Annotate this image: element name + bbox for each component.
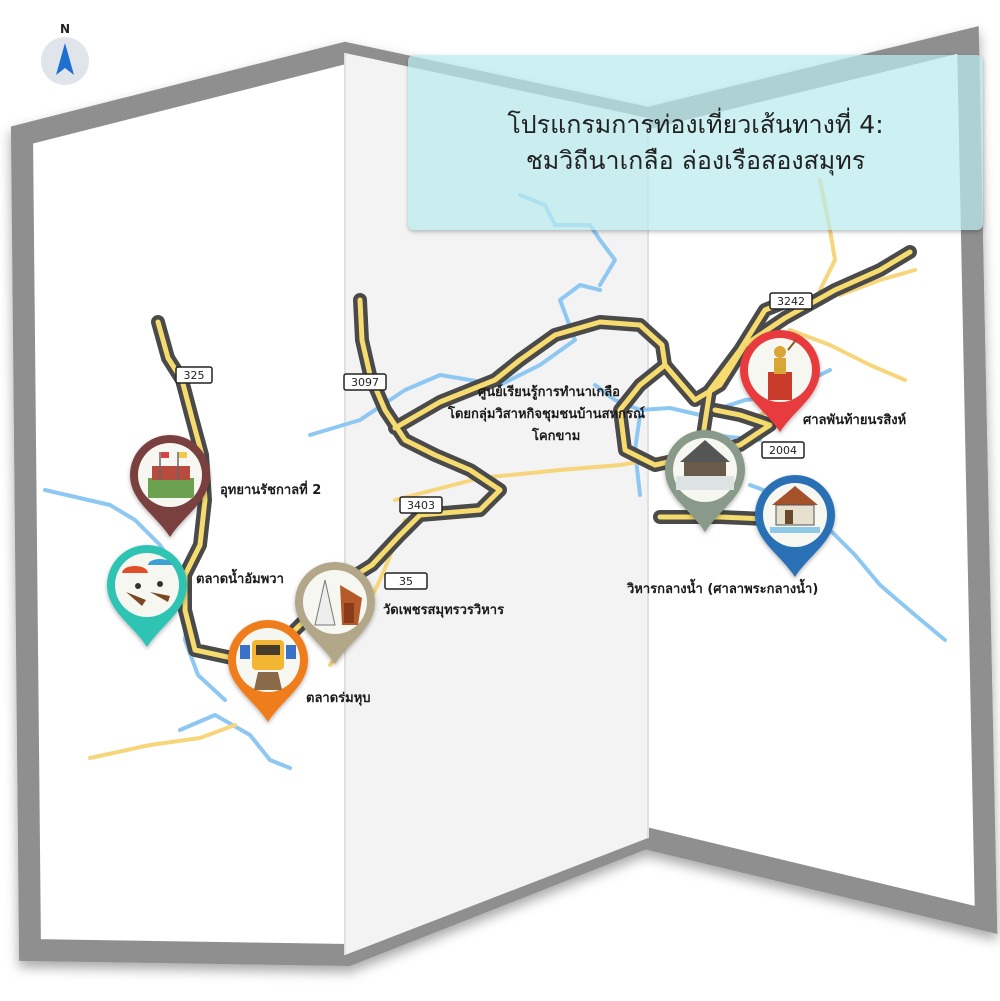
pin-park[interactable] — [130, 435, 210, 537]
svg-text:3242: 3242 — [777, 295, 805, 308]
pin-shrine[interactable] — [740, 330, 820, 432]
temple-chedi-icon — [314, 579, 362, 626]
route-tag-35: 35 — [384, 572, 428, 590]
label-train-market: ตลาดร่มหุบ — [306, 691, 371, 706]
title-box: โปรแกรมการท่องเที่ยวเส้นทางที่ 4: ชมวิถี… — [408, 55, 983, 230]
place-labels: อุทยานรัชกาลที่ 2 ตลาดน้ำอัมพวา ตลาดร่มห… — [196, 384, 906, 706]
svg-text:2004: 2004 — [769, 444, 797, 457]
train-market-icon — [240, 640, 296, 690]
shrine-statue-icon — [768, 339, 797, 400]
label-salt-center-3: โคกขาม — [531, 427, 580, 444]
route-tag-3403: 3403 — [399, 496, 443, 514]
pin-water-pavilion[interactable] — [755, 475, 835, 577]
svg-text:3097: 3097 — [351, 376, 379, 389]
label-salt-center-1: ศูนย์เรียนรู้การทำนาเกลือ — [478, 384, 620, 400]
label-salt-center-2: โดยกลุ่มวิสาหกิจชุมชนบ้านสหกรณ์ — [447, 405, 645, 422]
water-pavilion-icon — [770, 486, 820, 533]
compass-north-label: N — [60, 22, 70, 36]
pin-temple[interactable] — [295, 562, 375, 664]
route-tag-3242: 3242 — [769, 292, 813, 310]
label-floating-market: ตลาดน้ำอัมพวา — [196, 568, 284, 587]
label-water-pavilion: วิหารกลางน้ำ (ศาลาพระกลางน้ำ) — [626, 578, 818, 597]
route-tag-3097: 3097 — [343, 373, 387, 391]
north-arrow-icon — [56, 43, 74, 75]
label-park: อุทยานรัชกาลที่ 2 — [220, 480, 321, 498]
salt-barn-icon — [676, 440, 734, 490]
label-shrine: ศาลพันท้ายนรสิงห์ — [803, 412, 906, 428]
compass: N — [41, 22, 89, 85]
route-tag-2004: 2004 — [761, 441, 805, 459]
floating-market-boats-icon — [122, 559, 172, 606]
svg-text:3403: 3403 — [407, 499, 435, 512]
title-line-2: ชมวิถีนาเกลือ ล่องเรือสองสมุทร — [525, 145, 866, 175]
route-tag-325: 325 — [175, 366, 213, 384]
folded-map-paper — [10, 26, 998, 967]
svg-text:325: 325 — [184, 369, 205, 382]
pin-salt-barn[interactable] — [665, 430, 745, 532]
pin-train-market[interactable] — [228, 620, 308, 722]
park-monument-icon — [148, 452, 194, 498]
pin-floating-market[interactable] — [107, 545, 187, 647]
title-line-1: โปรแกรมการท่องเที่ยวเส้นทางที่ 4: — [507, 109, 884, 139]
route-tags: 325 3097 3403 35 3242 2004 — [175, 292, 813, 590]
svg-text:35: 35 — [399, 575, 413, 588]
label-temple: วัดเพชรสมุทรวรวิหาร — [383, 603, 504, 618]
